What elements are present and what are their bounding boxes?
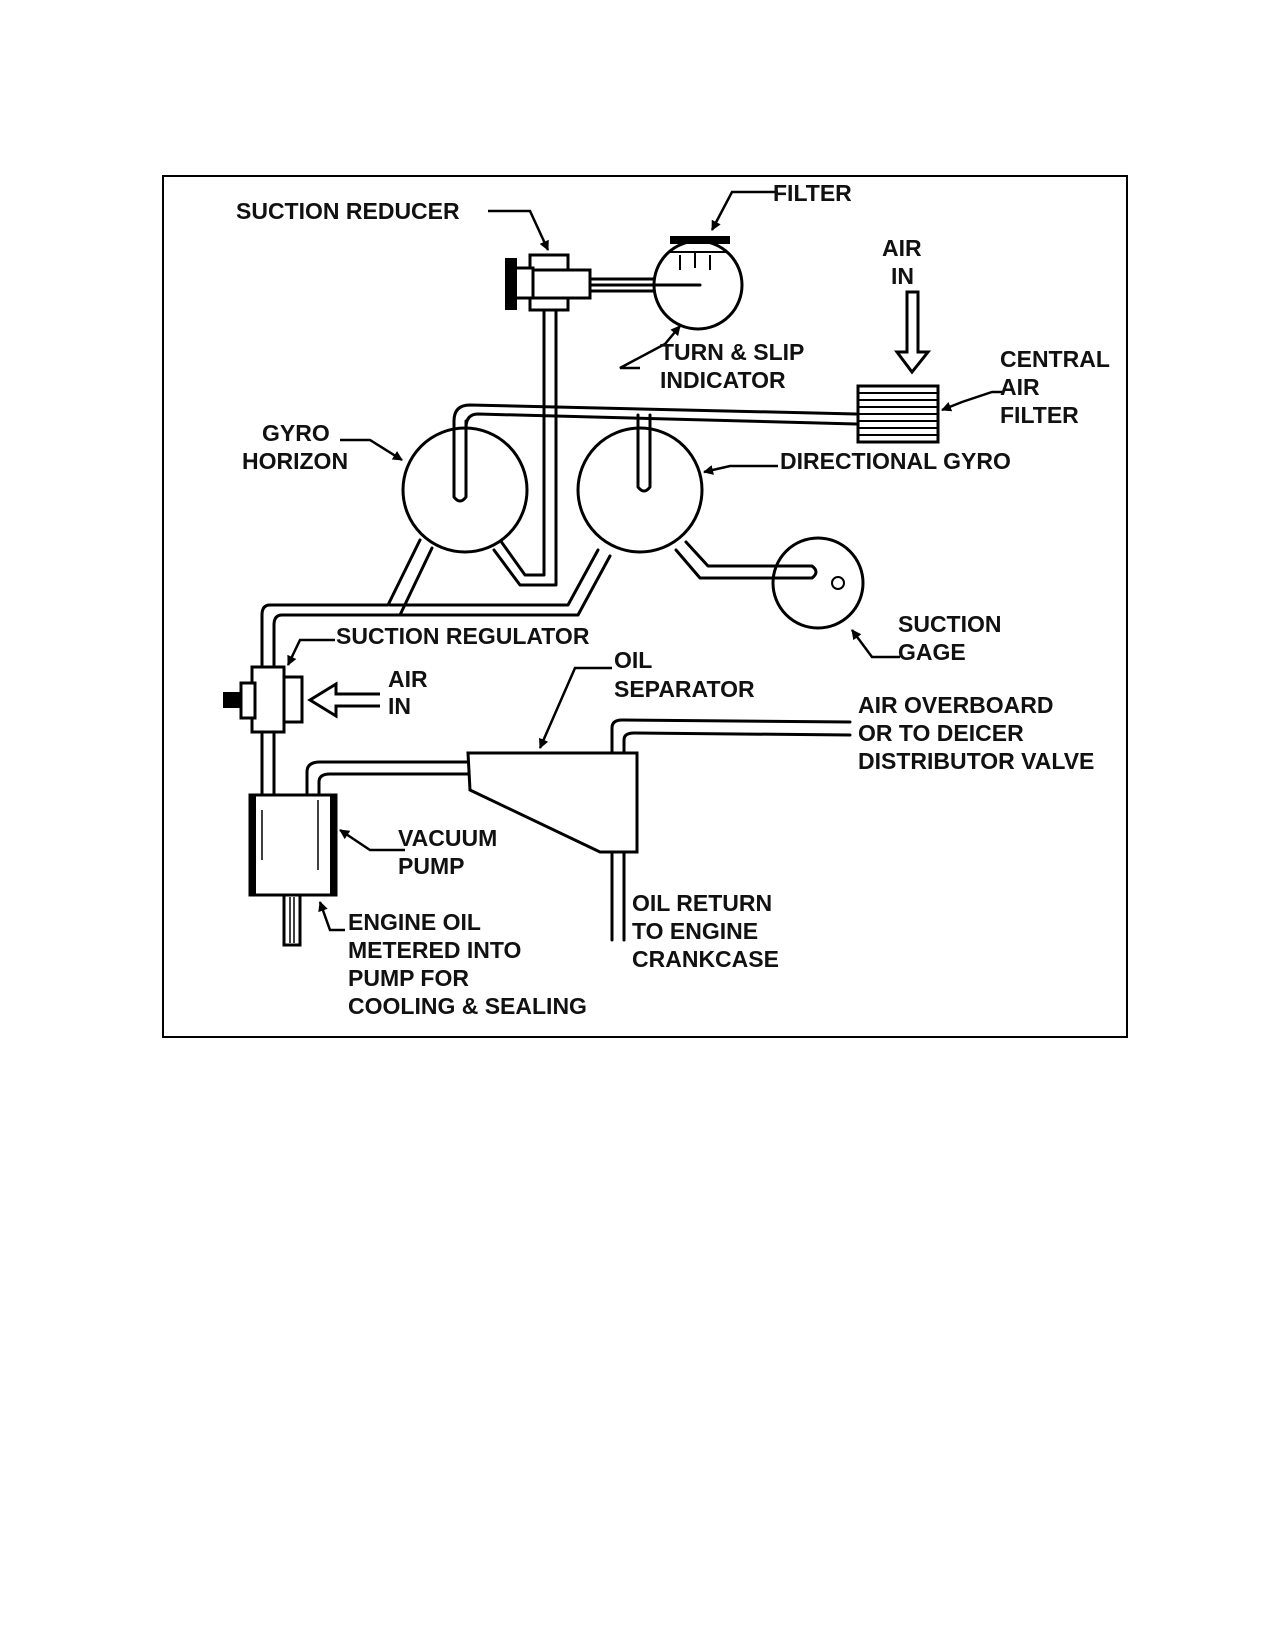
- label-engine-oil-2: METERED INTO: [348, 937, 521, 963]
- label-oil-return-1: OIL RETURN: [632, 890, 772, 916]
- vacuum-pump: [248, 793, 338, 947]
- air-in-arrow-regulator: [307, 681, 380, 719]
- leader-lines: [286, 190, 1004, 932]
- label-engine-oil-4: COOLING & SEALING: [348, 993, 587, 1019]
- label-air-overboard-2: OR TO DEICER: [858, 720, 1024, 746]
- air-in-arrow-top: [894, 290, 932, 375]
- label-air-in-top-2: IN: [891, 263, 914, 289]
- label-central-air-filter-1: CENTRAL: [1000, 346, 1110, 372]
- directional-gyro: [576, 416, 704, 554]
- label-air-in-reg-2: IN: [388, 693, 411, 719]
- suction-regulator: [223, 665, 304, 734]
- label-air-overboard-3: DISTRIBUTOR VALVE: [858, 748, 1094, 774]
- oil-separator: [466, 751, 639, 854]
- label-oil-return-2: TO ENGINE: [632, 918, 758, 944]
- label-air-overboard-1: AIR OVERBOARD: [858, 692, 1054, 718]
- label-vacuum-pump-2: PUMP: [398, 853, 464, 879]
- label-oil-return-3: CRANKCASE: [632, 946, 779, 972]
- label-air-in-reg-1: AIR: [388, 666, 428, 692]
- label-turn-slip-2: INDICATOR: [660, 367, 786, 393]
- label-central-air-filter-2: AIR: [1000, 374, 1040, 400]
- suction-reducer: [505, 253, 592, 312]
- label-gyro-horizon-1: GYRO: [262, 420, 330, 446]
- central-air-filter: [856, 384, 940, 444]
- diagram-frame: [162, 175, 1128, 1038]
- label-suction-gage-1: SUCTION: [898, 611, 1002, 637]
- label-filter: FILTER: [773, 180, 852, 206]
- labels: SUCTION REDUCER FILTER AIR IN TURN & SLI…: [236, 180, 1110, 1019]
- label-gyro-horizon-2: HORIZON: [242, 448, 348, 474]
- label-engine-oil-3: PUMP FOR: [348, 965, 469, 991]
- gyro-horizon: [401, 419, 529, 554]
- filter-element: [670, 236, 730, 244]
- label-oil-separator-2: SEPARATOR: [614, 676, 755, 702]
- label-directional-gyro: DIRECTIONAL GYRO: [780, 448, 1011, 474]
- suction-gage: [770, 536, 865, 630]
- turn-slip-indicator: [588, 236, 744, 331]
- label-turn-slip-1: TURN & SLIP: [660, 339, 804, 365]
- label-suction-reducer: SUCTION REDUCER: [236, 198, 460, 224]
- label-suction-regulator: SUCTION REGULATOR: [336, 623, 590, 649]
- label-vacuum-pump-1: VACUUM: [398, 825, 497, 851]
- label-suction-gage-2: GAGE: [898, 639, 966, 665]
- label-air-in-top-1: AIR: [882, 235, 922, 261]
- label-central-air-filter-3: FILTER: [1000, 402, 1079, 428]
- label-oil-separator-1: OIL: [614, 647, 652, 673]
- label-engine-oil-1: ENGINE OIL: [348, 909, 481, 935]
